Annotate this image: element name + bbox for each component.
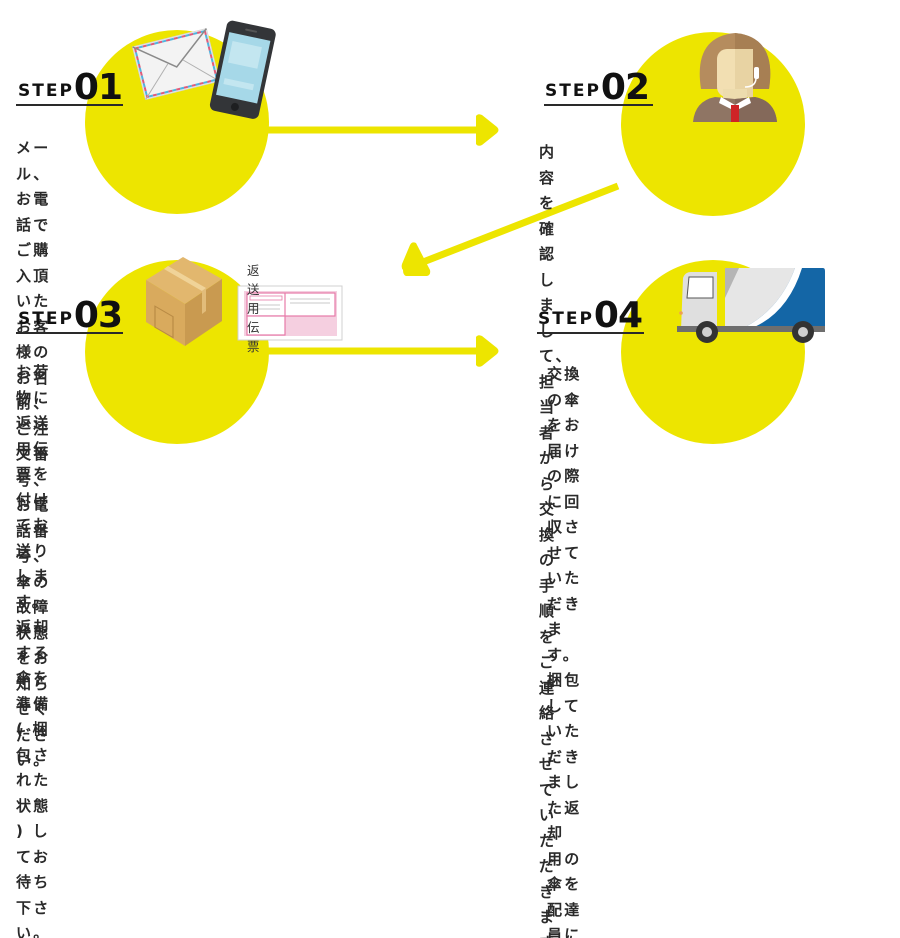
step-03-description: お荷物に返送用伝票を付けてお送りします。 返却する傘を準備 ( 梱包された状態 … (16, 363, 51, 938)
step-04-heading: STEP 04 (538, 295, 643, 336)
step-03-heading: STEP 03 (18, 295, 123, 336)
step-number: 04 (593, 295, 643, 336)
step-02-heading: STEP 02 (545, 67, 650, 108)
return-slip-label: 返送用伝票 (247, 263, 263, 354)
step-label: STEP (18, 309, 74, 330)
step-number: 02 (600, 67, 650, 108)
arrow-step03-to-step04 (268, 335, 499, 367)
operator-icon (693, 33, 777, 122)
step-label: STEP (545, 81, 601, 102)
step-04-description: 交換の傘をお届けの際に回収させていた だきます。梱包していただきました返却 用の… (547, 365, 582, 938)
flow-background (85, 20, 825, 444)
step-02-underline (544, 104, 653, 106)
step-03-underline (16, 332, 123, 334)
step-label: STEP (18, 81, 74, 102)
step-number: 03 (73, 295, 123, 336)
step-03-circle (85, 260, 269, 444)
envelope-icon (131, 28, 221, 100)
return-slip-icon (237, 285, 343, 341)
package-box-icon (146, 257, 222, 346)
delivery-truck-icon (677, 268, 825, 343)
step-01-heading: STEP 01 (18, 67, 123, 108)
step-04-underline (537, 332, 644, 334)
arrow-step02-to-step03 (401, 182, 620, 276)
step-01-underline (16, 104, 123, 106)
smartphone-icon (209, 20, 276, 119)
arrow-step01-to-step02 (268, 114, 499, 146)
step-label: STEP (538, 309, 594, 330)
step-number: 01 (73, 67, 123, 108)
